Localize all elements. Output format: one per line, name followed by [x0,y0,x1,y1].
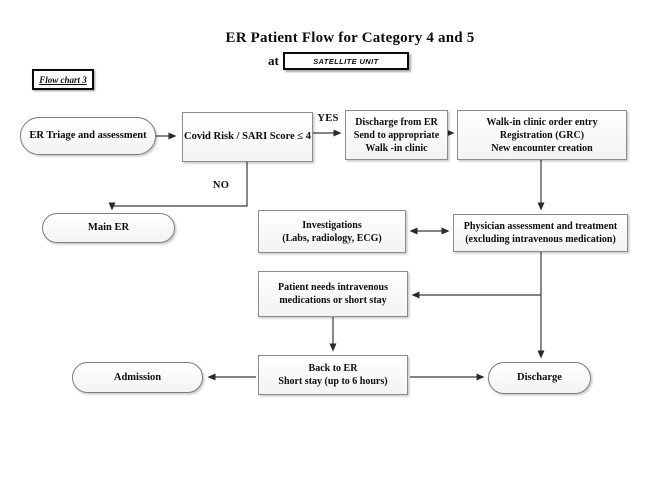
page-title: ER Patient Flow for Category 4 and 5 [225,30,475,46]
at-label: at [268,53,279,68]
node-physician-assessment: Physician assessment and treatment (excl… [453,214,628,252]
node-discharge: Discharge [488,362,591,394]
node-admission: Admission [72,362,203,393]
edge-label-yes: YES [317,113,339,124]
satellite-unit-box: SATELLITE UNIT [282,52,409,70]
flowchart-tag-box: Flow chart 3 [32,69,94,90]
node-walk-in-clinic: Walk-in clinic order entry Registration … [457,110,627,160]
node-main-er: Main ER [42,213,175,243]
satellite-unit-label: SATELLITE UNIT [313,56,379,66]
node-er-triage: ER Triage and assessment [20,117,156,155]
node-covid-risk: Covid Risk / SARI Score ≤ 4 [182,112,313,162]
flowchart-tag-label: Flow chart 3 [39,74,87,85]
edge-label-no: NO [212,180,230,191]
node-back-to-er: Back to ER Short stay (up to 6 hours) [258,355,408,395]
node-discharge-from-er: Discharge from ER Send to appropriate Wa… [345,110,448,160]
node-patient-needs-iv: Patient needs intravenous medications or… [258,271,408,317]
subtitle-row: at SATELLITE UNIT [268,52,409,70]
node-investigations: Investigations (Labs, radiology, ECG) [258,210,406,253]
